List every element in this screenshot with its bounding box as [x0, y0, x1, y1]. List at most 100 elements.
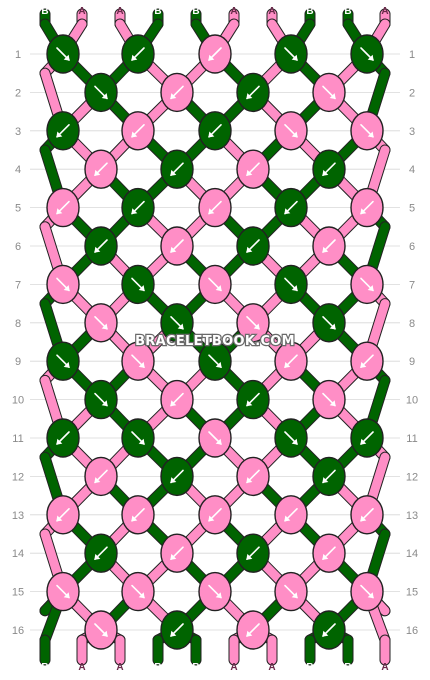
thread-label-bottom: B: [154, 662, 161, 673]
arrowhead-icon: [170, 169, 177, 176]
knot: [160, 610, 194, 650]
arrowhead-icon: [94, 553, 101, 560]
arrowhead-icon: [170, 553, 177, 560]
knot: [274, 341, 308, 381]
arrowhead-icon: [284, 361, 291, 368]
arrowhead-icon: [329, 400, 336, 407]
arrowhead-icon: [101, 93, 108, 100]
arrowhead-icon: [177, 323, 184, 330]
thread-label-top: A: [381, 6, 388, 17]
row-number-left: 9: [15, 356, 21, 368]
arrowhead-icon: [329, 93, 336, 100]
arrowhead-icon: [291, 131, 298, 138]
arrowhead-icon: [215, 361, 222, 368]
arrowhead-icon: [131, 208, 138, 215]
arrowhead-icon: [94, 477, 101, 484]
knot: [46, 187, 80, 228]
knot: [84, 610, 118, 650]
arrowhead-icon: [94, 169, 101, 176]
row-number-right: 14: [406, 548, 418, 560]
knot: [160, 303, 194, 343]
thread-label-top: B: [306, 6, 313, 17]
knot: [46, 264, 80, 305]
row-number-left: 10: [12, 395, 24, 407]
arrowhead-icon: [63, 592, 70, 599]
arrowhead-icon: [329, 323, 336, 330]
knot: [46, 111, 80, 151]
knot: [160, 149, 194, 189]
arrowhead-icon: [63, 54, 70, 61]
knot: [84, 72, 118, 113]
knot: [121, 264, 155, 305]
thread-label-bottom: B: [41, 662, 48, 673]
row-number-left: 3: [15, 126, 21, 138]
knot: [121, 341, 155, 381]
row-number-left: 12: [12, 471, 24, 483]
thread-label-bottom: B: [306, 662, 313, 673]
knot: [350, 264, 384, 305]
row-number-right: 2: [409, 87, 415, 99]
arrowhead-icon: [246, 169, 253, 176]
knot: [84, 456, 118, 497]
knot: [236, 72, 270, 113]
knot: [84, 226, 118, 266]
knot: [198, 341, 232, 381]
arrowhead-icon: [291, 54, 298, 61]
thread-label-top: B: [154, 6, 161, 17]
row-number-left: 14: [12, 548, 24, 560]
arrowhead-icon: [246, 93, 253, 100]
arrowhead-icon: [138, 285, 145, 292]
row-number-right: 1: [409, 49, 415, 61]
knot: [121, 571, 155, 612]
knot: [350, 495, 384, 535]
knot: [46, 34, 80, 74]
arrowhead-icon: [367, 131, 374, 138]
row-number-left: 5: [15, 203, 21, 215]
knot: [198, 571, 232, 612]
knot: [198, 187, 232, 228]
knot: [236, 379, 270, 420]
thread-label-top: B: [192, 6, 199, 17]
row-number-left: 13: [12, 510, 24, 522]
knot: [121, 495, 155, 535]
knot: [350, 341, 384, 381]
knot: [121, 187, 155, 228]
knot: [121, 34, 155, 74]
arrowhead-icon: [246, 630, 253, 637]
row-number-left: 7: [15, 279, 21, 291]
row-number-right: 4: [409, 164, 415, 176]
arrowhead-icon: [101, 323, 108, 330]
arrowhead-icon: [322, 246, 329, 253]
arrowhead-icon: [360, 208, 367, 215]
knot: [198, 264, 232, 305]
arrowhead-icon: [291, 592, 298, 599]
knot: [274, 495, 308, 535]
thread-label-top: A: [116, 6, 123, 17]
knot: [350, 34, 384, 74]
knot: [350, 571, 384, 612]
arrowhead-icon: [56, 515, 63, 522]
knot: [274, 34, 308, 74]
thread-label-bottom: A: [78, 662, 85, 673]
arrowhead-icon: [215, 438, 222, 445]
knot: [236, 226, 270, 266]
row-number-left: 8: [15, 318, 21, 330]
knot: [312, 379, 346, 420]
knot: [274, 187, 308, 228]
row-number-left: 2: [15, 87, 21, 99]
arrowhead-icon: [284, 515, 291, 522]
arrowhead-icon: [170, 246, 177, 253]
row-number-right: 3: [409, 126, 415, 138]
knot: [312, 303, 346, 343]
arrowhead-icon: [322, 169, 329, 176]
knot: [312, 456, 346, 497]
arrowhead-icon: [208, 208, 215, 215]
row-number-right: 16: [406, 625, 418, 637]
knot: [160, 533, 194, 573]
knot: [121, 111, 155, 151]
thread-label-top: B: [344, 6, 351, 17]
knot: [274, 571, 308, 612]
arrowhead-icon: [367, 285, 374, 292]
arrowhead-icon: [291, 438, 298, 445]
